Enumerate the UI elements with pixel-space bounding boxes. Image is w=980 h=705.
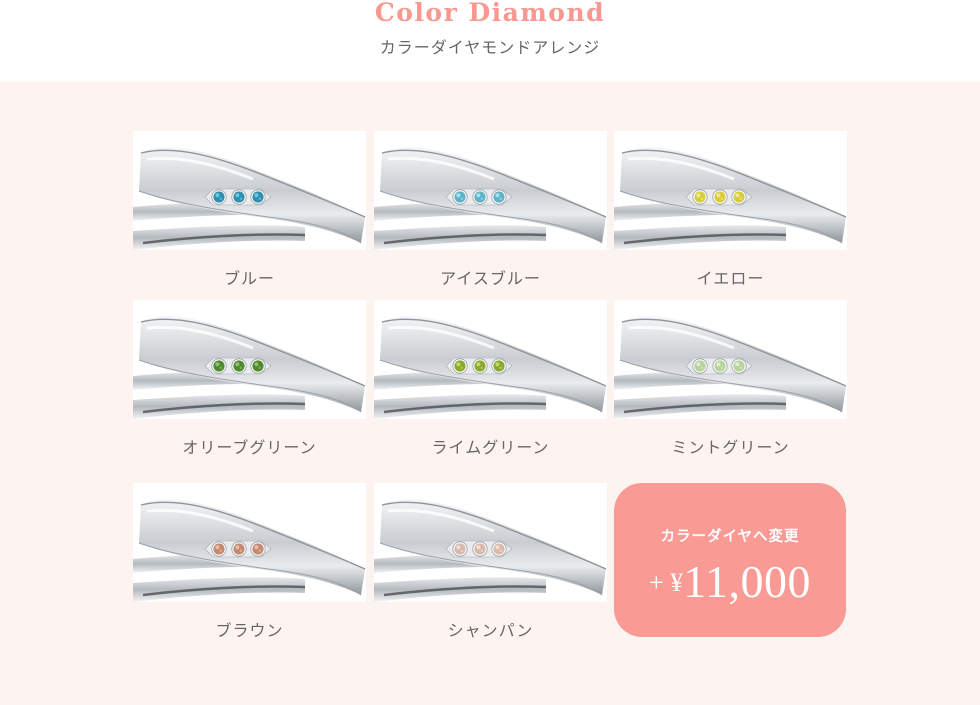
section-header: Color Diamond カラーダイヤモンドアレンジ bbox=[0, 0, 980, 82]
color-option-label: オリーブグリーン bbox=[182, 438, 317, 457]
ring-image bbox=[133, 131, 366, 250]
price-prefix: + ¥ bbox=[649, 568, 684, 597]
ring-image bbox=[374, 131, 607, 250]
color-option-label: ブラウン bbox=[215, 621, 284, 640]
ring-image bbox=[133, 483, 366, 602]
ring-image bbox=[133, 300, 366, 419]
color-option-label: ブルー bbox=[223, 269, 275, 288]
ring-image bbox=[374, 483, 607, 602]
ring-image bbox=[374, 300, 607, 419]
section-title-en: Color Diamond bbox=[374, 0, 606, 27]
color-option-label: アイスブルー bbox=[440, 269, 541, 288]
price-amount: 11,000 bbox=[683, 556, 811, 607]
color-option-label: シャンパン bbox=[447, 621, 534, 640]
ring-image bbox=[614, 131, 847, 250]
color-option-label: ライムグリーン bbox=[431, 438, 550, 457]
price-row: + ¥11,000 bbox=[614, 555, 846, 608]
color-diamond-price-card[interactable]: カラーダイヤへ変更 + ¥11,000 bbox=[614, 483, 846, 637]
ring-image bbox=[614, 300, 847, 419]
price-caption: カラーダイヤへ変更 bbox=[660, 528, 800, 545]
color-option-label: イエロー bbox=[696, 269, 765, 288]
color-option-label: ミントグリーン bbox=[671, 438, 790, 457]
section-title-ja: カラーダイヤモンドアレンジ bbox=[379, 38, 601, 57]
